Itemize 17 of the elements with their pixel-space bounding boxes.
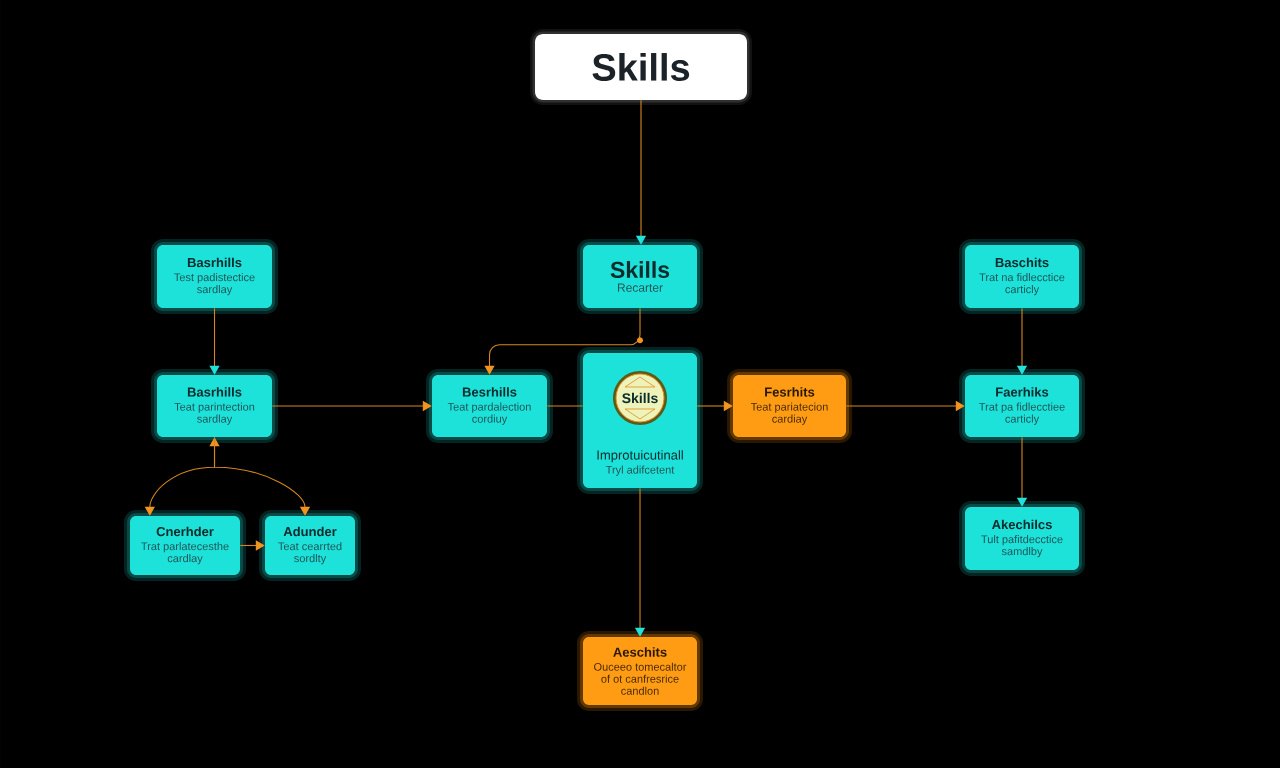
process-box: Akechilcs Tult pafitdecctice samdlby	[959, 501, 1085, 576]
process-box: Aeschits Ouceeo tomecaltor of ot canfresrice candlon	[577, 631, 703, 711]
process-box: Basrhills Test padistectice sardlay	[151, 239, 278, 314]
arrow	[209, 307, 220, 375]
arrow	[484, 307, 641, 375]
process-box: Besrhills Teat pardalection cordiuy	[426, 369, 553, 443]
process-box: Faerhiks Trat pa fidlecctiee carticly	[959, 369, 1085, 443]
process-box: Baschits Trat na fidlecctice carticly	[959, 239, 1085, 314]
process-box: Fesrhits Teat pariatecion cardiay	[727, 369, 852, 443]
process-box: Cnerhder Trat parlatecesthe cardlay	[124, 510, 246, 581]
process-box: Adunder Teat cearrted sordlty	[259, 510, 361, 581]
process-box: Skills Recarter	[577, 239, 703, 314]
heading-box: Skills	[530, 29, 752, 105]
connector-line	[546, 405, 584, 407]
arrow	[239, 540, 265, 551]
arrow	[213, 436, 311, 516]
process-box: Basrhills Teat parintection sardlay	[151, 369, 278, 443]
